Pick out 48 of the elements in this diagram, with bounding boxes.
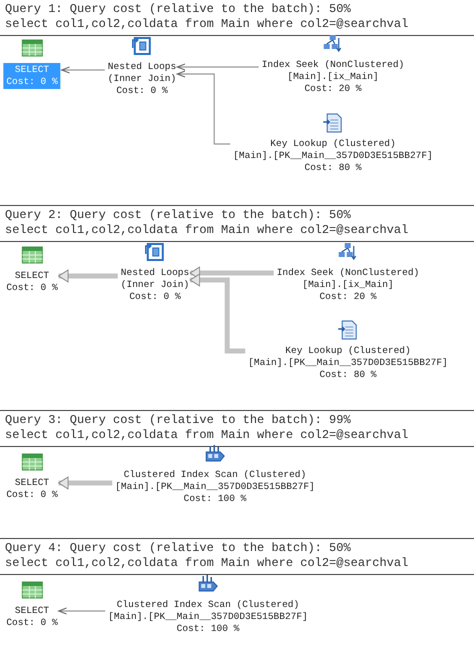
operator-label: Cost: 20 % (303, 83, 362, 95)
operator-label: [Main].[PK__Main__357D0D3E515BB27F] (108, 611, 308, 623)
operator-label: [Main].[PK__Main__357D0D3E515BB27F] (115, 481, 315, 493)
operator-label: [Main].[PK__Main__357D0D3E515BB27F] (233, 150, 433, 162)
operator-label: Cost: 0 % (6, 76, 58, 88)
operator-label: (Inner Join) (108, 73, 176, 85)
operator-label: [Main].[ix_Main] (301, 279, 395, 291)
data-flow-arrow (58, 270, 118, 282)
operator-label: Nested Loops (108, 61, 176, 73)
operator-label: Nested Loops (120, 267, 190, 279)
operator-label: Cost: 0 % (128, 291, 182, 303)
operator-label: Index Seek (NonClustered) (276, 267, 420, 279)
operator-label: Key Lookup (Clustered) (284, 345, 412, 357)
query-header-text: select col1,col2,coldata from Main where col2=@searchval (5, 17, 410, 32)
operator-label: Cost: 80 % (318, 369, 378, 381)
query-header-text: Query 4: Query cost (relative to the batch): 50% (5, 541, 352, 556)
operator-label: Cost: 100 % (176, 623, 240, 635)
query-header-text: select col1,col2,coldata from Main where col2=@searchval (5, 428, 410, 443)
operator-label: Index Seek (NonClustered) (262, 59, 404, 71)
data-flow-arrow (58, 476, 112, 490)
operator-label: Cost: 80 % (304, 162, 362, 174)
query-header-text: Query 2: Query cost (relative to the batch): 50% (5, 208, 352, 223)
operator-label: Cost: 0 % (6, 617, 58, 629)
data-flow-arrow (58, 608, 106, 614)
operator-label: [Main].[PK__Main__357D0D3E515BB27F] (248, 357, 448, 369)
operator-label: Cost: 0 % (6, 489, 58, 501)
operator-label: SELECT (14, 605, 50, 617)
operator-label: Cost: 20 % (318, 291, 378, 303)
operator-label: Cost: 0 % (6, 282, 58, 294)
operator-label: SELECT (14, 64, 50, 76)
operator-label: (Inner Join) (120, 279, 190, 291)
operator-label: Key Lookup (Clustered) (269, 138, 397, 150)
operator-label: SELECT (14, 270, 50, 282)
operator-label: Clustered Index Scan (Clustered) (116, 599, 300, 611)
query-header-text: Query 1: Query cost (relative to the batch): 50% (5, 2, 352, 17)
operator-label: SELECT (14, 477, 50, 489)
operator-label: Cost: 100 % (182, 493, 248, 505)
data-flow-arrow (176, 64, 260, 70)
data-flow-arrow (61, 66, 106, 74)
query-header-text: select col1,col2,coldata from Main where col2=@searchval (5, 556, 410, 571)
operator-label: Cost: 0 % (115, 85, 169, 97)
data-flow-arrow (190, 266, 274, 280)
operator-label: Clustered Index Scan (Clustered) (122, 469, 308, 481)
query-header-text: Query 3: Query cost (relative to the batch): 99% (5, 413, 352, 428)
operator-label: [Main].[ix_Main] (286, 71, 380, 83)
query-header-text: select col1,col2,coldata from Main where col2=@searchval (5, 223, 410, 238)
data-flow-arrow (190, 274, 246, 354)
data-flow-arrow (176, 70, 231, 144)
